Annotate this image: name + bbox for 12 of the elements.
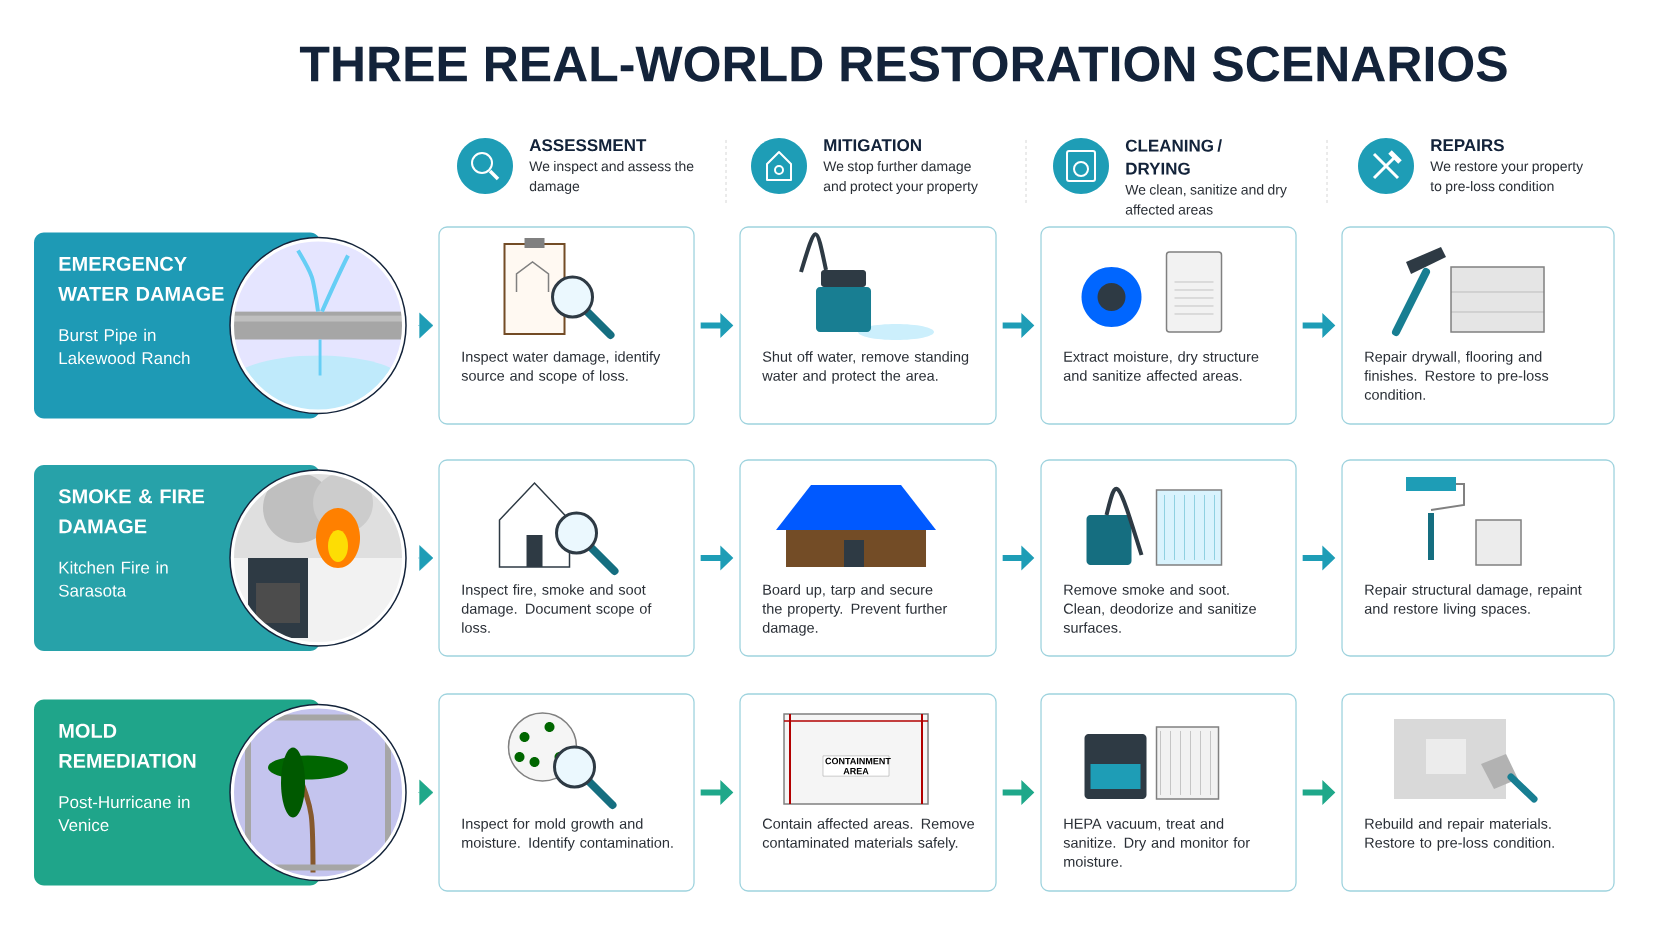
arrow <box>417 779 434 806</box>
step-card: Inspect for mold growth and moisture. Identify contamination. <box>438 693 695 892</box>
arrow <box>417 545 434 571</box>
step-card: Repair structural damage, repaint and restore living spaces. <box>1341 459 1615 657</box>
warning-sign: CONTAINMENT AREA <box>822 755 891 777</box>
step-heading: REPAIRS We restore your property to pre-loss condition <box>1430 139 1584 194</box>
title: THREE REAL-WORLD RESTORATION SCENARIOS <box>299 46 1507 82</box>
step-heading: ASSESSMENT We inspect and assess the damage <box>529 139 694 194</box>
step-heading: MITIGATION We stop further damage and protect your property <box>823 139 978 194</box>
arrow <box>417 312 434 339</box>
step-heading: CLEANING / DRYING We clean, sanitize and dry affected areas <box>1125 139 1287 215</box>
step-card: Shut off water, remove standing water and protect the area. <box>739 226 997 425</box>
